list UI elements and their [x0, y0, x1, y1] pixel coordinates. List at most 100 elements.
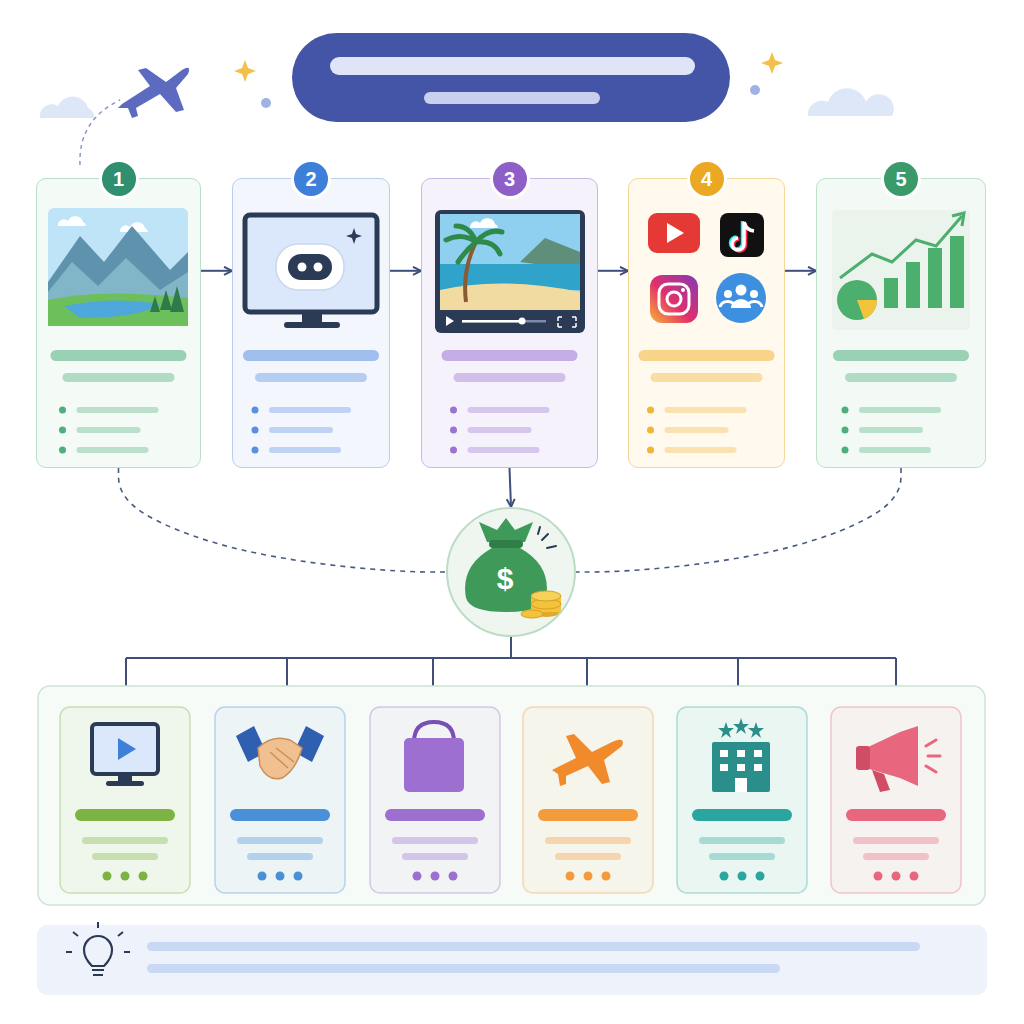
landscape-picture	[150, 286, 184, 312]
step-badge: 2	[291, 159, 331, 199]
tip-bar	[92, 970, 104, 975]
placeholder-lines	[243, 350, 379, 454]
video-player	[519, 318, 526, 325]
title-banner	[292, 33, 730, 122]
landscape-picture	[48, 208, 188, 326]
step-number: 5	[895, 169, 906, 189]
growth-chart	[906, 262, 920, 308]
growth-chart	[832, 210, 970, 330]
distribution-lines	[121, 637, 901, 693]
step-badge: 4	[687, 159, 727, 199]
channel-icons	[872, 770, 890, 792]
social-icons	[720, 301, 762, 307]
growth-chart	[950, 236, 964, 308]
sky-decor	[118, 68, 189, 118]
channel-panel	[831, 707, 961, 893]
tip-bar	[37, 922, 987, 995]
landscape-picture	[58, 216, 86, 226]
social-icons	[720, 213, 764, 257]
social-icons	[681, 288, 685, 292]
flow-arrow	[201, 270, 232, 272]
placeholder-lines	[639, 350, 775, 454]
money-bag	[531, 591, 561, 601]
card-fill	[816, 178, 986, 468]
video-player	[558, 317, 576, 327]
title-banner	[330, 57, 695, 75]
step-badge: 3	[490, 159, 530, 199]
money-bag	[447, 508, 575, 636]
ai-monitor	[314, 263, 323, 272]
channel-panel	[38, 686, 985, 905]
flow-arrow	[785, 270, 816, 272]
placeholder-lines	[833, 350, 969, 454]
currency-sign: $	[497, 564, 514, 594]
ai-monitor	[284, 322, 340, 328]
landscape-picture	[48, 208, 188, 326]
video-player	[435, 210, 585, 333]
social-icons	[736, 285, 747, 296]
channel-panel	[523, 707, 653, 893]
channel-icons	[926, 740, 940, 772]
ai-monitor	[245, 215, 377, 312]
flow-arrow	[390, 270, 421, 272]
channel-icons	[92, 718, 940, 792]
money-bag	[447, 508, 575, 636]
card-fill	[232, 178, 390, 468]
channel-icons	[552, 734, 623, 786]
distribution-lines	[126, 637, 896, 692]
growth-chart	[837, 280, 877, 320]
money-bag	[479, 518, 533, 542]
step-number: 1	[113, 169, 124, 189]
money-bag	[489, 540, 523, 548]
video-player	[462, 320, 546, 323]
tip-bar	[147, 964, 780, 973]
channel-icons	[866, 726, 918, 786]
channel-icons	[118, 774, 132, 782]
step-card: 5	[816, 178, 986, 468]
video-player	[446, 226, 502, 262]
sky-decor	[40, 96, 94, 118]
sky-decor	[261, 98, 271, 108]
channel-icons	[92, 724, 158, 774]
step-card: 3	[421, 178, 598, 468]
sky-decor	[234, 60, 256, 82]
placeholder-lines	[51, 350, 970, 454]
dashed-link	[576, 468, 901, 572]
card-fill	[36, 178, 201, 468]
channel-panel	[38, 686, 985, 905]
video-player	[470, 218, 498, 228]
growth-chart	[884, 278, 898, 308]
ai-monitor	[298, 263, 307, 272]
channel-icons	[258, 738, 302, 779]
card-fill	[36, 178, 986, 468]
placeholder-lines	[442, 350, 578, 454]
ai-monitor	[288, 254, 332, 280]
money-circle: $	[446, 507, 576, 637]
money-bag	[538, 527, 556, 548]
social-icons	[750, 290, 758, 298]
channel-icons	[118, 738, 136, 760]
video-player	[446, 316, 454, 326]
flow-arrow	[510, 468, 512, 507]
tip-bar	[37, 925, 987, 995]
growth-chart	[840, 216, 962, 278]
card-fill	[421, 178, 598, 468]
social-icons	[648, 213, 700, 253]
channel-icons	[856, 746, 870, 770]
channel-panel	[370, 707, 500, 893]
sky-decor	[761, 52, 783, 74]
step-card: 4	[628, 178, 785, 468]
social-icons	[650, 275, 698, 323]
sky-decor	[808, 88, 894, 116]
title-banner	[424, 92, 600, 104]
video-player	[435, 210, 585, 333]
growth-chart	[832, 210, 970, 330]
social-icons	[716, 273, 766, 323]
video-player	[462, 320, 522, 323]
growth-chart	[952, 213, 964, 226]
sky-decor	[80, 100, 120, 165]
channel-icons	[404, 738, 464, 792]
step-number: 4	[701, 169, 712, 189]
